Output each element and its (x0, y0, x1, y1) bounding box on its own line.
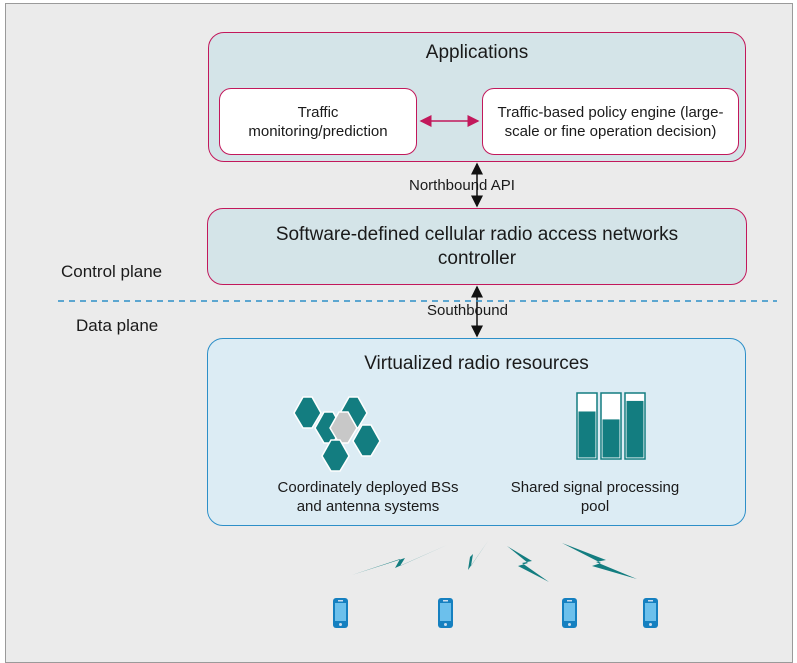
pool-bar-fill (602, 419, 620, 458)
policy-engine-label: Traffic-based policy engine (large-scale… (497, 103, 724, 140)
applications-title: Applications (425, 42, 529, 63)
signal-pool-label: Shared signal processing pool (510, 479, 680, 515)
bs-antenna-label: Coordinately deployed BSs and antenna sy… (277, 479, 459, 515)
controller-label: Software-defined cellular radio access n… (275, 223, 679, 269)
virtualized-resources-title: Virtualized radio resources (364, 353, 589, 374)
data-plane-label: Data plane (76, 316, 159, 335)
northbound-api-label: Northbound API (407, 177, 517, 194)
mobile-phone-icon (333, 598, 658, 628)
applications-box: Applications Traffic monitoring/predicti… (208, 32, 746, 162)
controller-box: Software-defined cellular radio access n… (207, 208, 747, 285)
traffic-monitoring-box: Traffic monitoring/prediction (219, 88, 417, 155)
southbound-label: Southbound (425, 302, 510, 319)
traffic-monitoring-label: Traffic monitoring/prediction (248, 103, 388, 140)
pool-bar-fill (626, 400, 644, 458)
lightning-bolt-icon (352, 541, 637, 582)
pool-bar-fill (578, 411, 596, 458)
policy-engine-box: Traffic-based policy engine (large-scale… (482, 88, 739, 155)
control-plane-label: Control plane (61, 262, 163, 281)
virtualized-resources-box: Virtualized radio resources (207, 338, 746, 526)
processing-bar-icon (576, 392, 646, 460)
hexagon-cell-icon (293, 396, 381, 472)
